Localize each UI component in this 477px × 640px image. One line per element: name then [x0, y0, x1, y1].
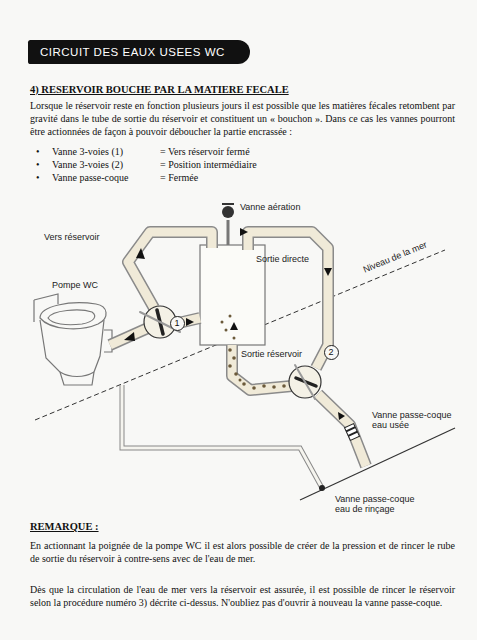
- bullet: •: [36, 159, 40, 170]
- setting-name: Vanne 3-voies (2): [52, 159, 123, 170]
- sea-level-label: Niveau de la mer: [360, 238, 431, 275]
- part-label: Vanne passe-coque eau usée: [372, 410, 460, 431]
- title-banner: CIRCUIT DES EAUX USEES WC: [28, 40, 250, 64]
- bullet: •: [36, 172, 40, 183]
- part-label: Vers réservoir: [44, 232, 100, 242]
- section-heading: 4) RESERVOIR BOUCHE PAR LA MATIERE FECAL…: [30, 84, 289, 95]
- part-label: Sortie réservoir: [241, 349, 302, 359]
- part-label: Vanne aération: [240, 202, 300, 212]
- setting-name: Vanne passe-coque: [52, 172, 128, 183]
- callout-circle: 2: [324, 345, 339, 360]
- remark-heading: REMARQUE :: [30, 521, 99, 532]
- callout-number: 2: [328, 347, 333, 357]
- setting-name: Vanne 3-voies (1): [52, 146, 123, 157]
- part-label: Vanne passe-coque eau de rinçage: [335, 494, 423, 515]
- bullet: •: [36, 146, 40, 157]
- setting-value: = Position intermédiaire: [160, 159, 257, 170]
- part-label: Pompe WC: [52, 280, 98, 290]
- callout-number: 1: [174, 318, 179, 328]
- part-label: Sortie directe: [256, 254, 309, 264]
- paragraph: Dès que la circulation de l'eau de mer v…: [30, 583, 455, 609]
- paragraph: Lorsque le réservoir reste en fonction p…: [30, 99, 455, 139]
- callout-circle: 1: [170, 316, 185, 331]
- setting-value: = Vers réservoir fermé: [160, 146, 250, 157]
- setting-value: = Fermée: [160, 172, 198, 183]
- paragraph: En actionnant la poignée de la pompe WC …: [30, 539, 455, 565]
